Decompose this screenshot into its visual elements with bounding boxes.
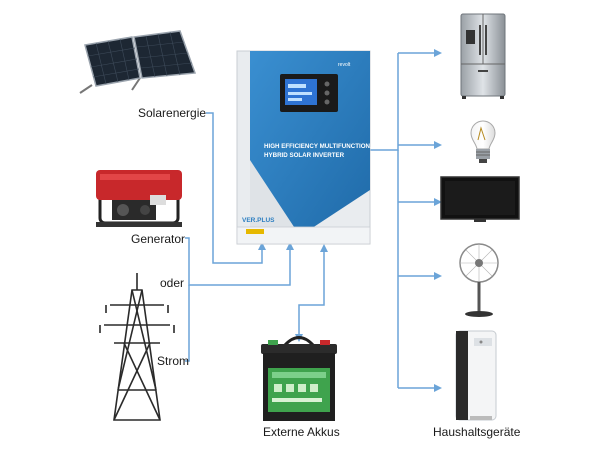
line-solar bbox=[206, 112, 266, 264]
appliances-label: Haushaltsgeräte bbox=[433, 425, 521, 439]
or-label: oder bbox=[160, 276, 184, 290]
line-generator bbox=[185, 237, 294, 286]
battery-icon bbox=[261, 336, 337, 421]
inverter-unit bbox=[236, 50, 371, 245]
battery-label: Externe Akkus bbox=[263, 425, 340, 439]
inverter-title-line2: HYBRID SOLAR INVERTER bbox=[264, 152, 345, 159]
generator-label: Generator bbox=[131, 232, 185, 246]
connection-lines bbox=[185, 49, 442, 392]
line-grid bbox=[185, 285, 190, 362]
line-output bbox=[370, 53, 399, 151]
light-bulb-icon bbox=[470, 120, 496, 163]
power-tower-icon bbox=[99, 273, 175, 421]
line-battery bbox=[295, 244, 328, 342]
inverter-title-line1: HIGH EFFICIENCY MULTIFUNCTIONAL bbox=[264, 143, 378, 150]
inverter-brand: revolt bbox=[338, 62, 351, 68]
solar-label: Solarenergie bbox=[138, 106, 206, 120]
tv-icon bbox=[440, 176, 520, 222]
fan-icon bbox=[459, 243, 499, 317]
solar-panel-icon bbox=[79, 30, 197, 94]
generator-icon bbox=[96, 170, 182, 227]
air-conditioner-icon bbox=[455, 330, 497, 421]
grid-label: Strom bbox=[157, 354, 189, 368]
inverter-model: VER.PLUS bbox=[242, 217, 275, 224]
fridge-icon bbox=[460, 13, 506, 99]
